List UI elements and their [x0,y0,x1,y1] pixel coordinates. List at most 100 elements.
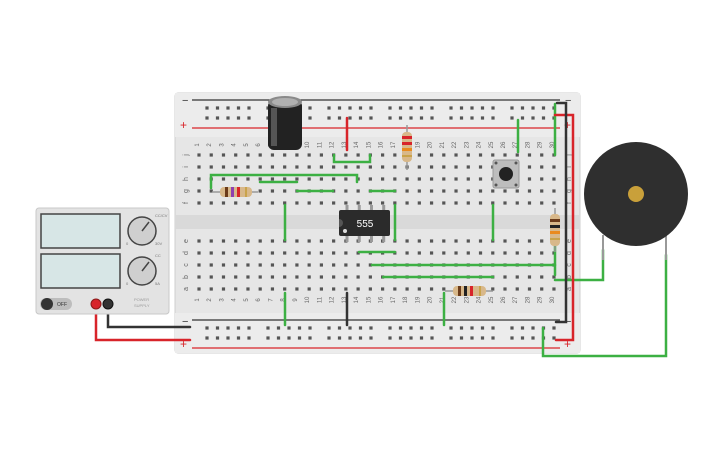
breadboard-hole[interactable] [429,189,434,193]
breadboard-hole[interactable] [478,177,483,181]
breadboard-hole[interactable] [221,201,226,205]
breadboard-hole[interactable] [442,165,446,169]
breadboard-hole[interactable] [205,336,209,340]
breadboard-hole[interactable] [295,201,299,205]
breadboard-hole[interactable] [527,177,532,181]
breadboard-hole[interactable] [398,106,403,110]
breadboard-hole[interactable] [398,116,403,120]
breadboard-hole[interactable] [442,189,446,193]
breadboard-hole[interactable] [344,177,348,181]
breadboard-hole[interactable] [246,201,250,205]
breadboard-hole[interactable] [344,263,348,267]
breadboard-hole[interactable] [503,239,507,243]
breadboard-hole[interactable] [287,326,291,330]
breadboard-hole[interactable] [381,201,385,205]
power-switch-knob[interactable] [41,298,53,310]
breadboard-hole[interactable] [417,165,421,169]
breadboard-hole[interactable] [381,165,385,169]
breadboard-hole[interactable] [368,263,372,267]
breadboard-hole[interactable] [356,153,360,157]
breadboard-hole[interactable] [308,326,312,330]
breadboard-hole[interactable] [236,116,241,120]
breadboard-hole[interactable] [527,165,532,169]
breadboard-hole[interactable] [258,239,262,243]
breadboard-hole[interactable] [348,336,352,340]
breadboard-hole[interactable] [308,116,312,120]
breadboard-hole[interactable] [234,239,238,243]
breadboard-hole[interactable] [358,106,363,110]
breadboard-hole[interactable] [520,116,525,120]
breadboard-hole[interactable] [270,251,275,255]
breadboard-hole[interactable] [429,287,434,291]
breadboard-hole[interactable] [466,153,470,157]
breadboard-hole[interactable] [527,275,532,279]
breadboard-hole[interactable] [197,153,201,157]
breadboard-hole[interactable] [270,189,275,193]
breadboard-hole[interactable] [319,153,323,157]
breadboard-hole[interactable] [503,153,507,157]
breadboard-hole[interactable] [388,116,392,120]
breadboard-hole[interactable] [388,106,392,110]
breadboard-hole[interactable] [454,177,458,181]
breadboard-hole[interactable] [510,106,514,110]
breadboard-hole[interactable] [348,106,352,110]
breadboard-hole[interactable] [221,165,226,169]
breadboard-hole[interactable] [429,153,434,157]
breadboard-hole[interactable] [540,153,544,157]
breadboard-hole[interactable] [419,326,424,330]
breadboard-hole[interactable] [430,106,434,110]
breadboard-hole[interactable] [470,336,474,340]
breadboard-hole[interactable] [405,251,409,255]
breadboard-hole[interactable] [491,153,495,157]
wire-green-1[interactable] [209,173,359,190]
breadboard-hole[interactable] [417,177,421,181]
breadboard-hole[interactable] [283,177,287,181]
breadboard-hole[interactable] [552,326,556,330]
breadboard-hole[interactable] [226,336,230,340]
breadboard-hole[interactable] [430,116,434,120]
breadboard-hole[interactable] [297,336,302,340]
breadboard-hole[interactable] [246,177,250,181]
breadboard-hole[interactable] [295,177,299,181]
breadboard-hole[interactable] [510,326,514,330]
breadboard-hole[interactable] [209,201,213,205]
breadboard-hole[interactable] [491,251,495,255]
breadboard-hole[interactable] [491,116,495,120]
breadboard-hole[interactable] [337,116,342,120]
breadboard-hole[interactable] [449,326,453,330]
breadboard-hole[interactable] [319,287,323,291]
breadboard-hole[interactable] [417,251,421,255]
breadboard-hole[interactable] [319,239,323,243]
wire-black-rail-jumper[interactable] [554,101,568,324]
breadboard-hole[interactable] [327,106,331,110]
breadboard-hole[interactable] [393,201,397,205]
breadboard-hole[interactable] [369,116,373,120]
breadboard-hole[interactable] [540,165,544,169]
breadboard-hole[interactable] [283,201,287,205]
breadboard-hole[interactable] [540,239,544,243]
breadboard-hole[interactable] [319,263,323,267]
breadboard-hole[interactable] [358,336,363,340]
breadboard-hole[interactable] [417,153,421,157]
breadboard-hole[interactable] [319,177,323,181]
breadboard-hole[interactable] [247,106,251,110]
breadboard-hole[interactable] [266,336,270,340]
breadboard-hole[interactable] [327,326,331,330]
breadboard-hole[interactable] [295,153,299,157]
breadboard-hole[interactable] [209,189,213,193]
breadboard-hole[interactable] [430,326,434,330]
breadboard-hole[interactable] [215,336,220,340]
breadboard-hole[interactable] [405,287,409,291]
breadboard-hole[interactable] [369,336,373,340]
breadboard-hole[interactable] [478,189,483,193]
breadboard-hole[interactable] [393,287,397,291]
breadboard-hole[interactable] [246,251,250,255]
breadboard-hole[interactable] [491,287,495,291]
breadboard-hole[interactable] [197,189,201,193]
breadboard-hole[interactable] [356,263,360,267]
breadboard-hole[interactable] [283,275,287,279]
breadboard-hole[interactable] [226,326,230,330]
breadboard-hole[interactable] [527,153,532,157]
breadboard-hole[interactable] [442,177,446,181]
